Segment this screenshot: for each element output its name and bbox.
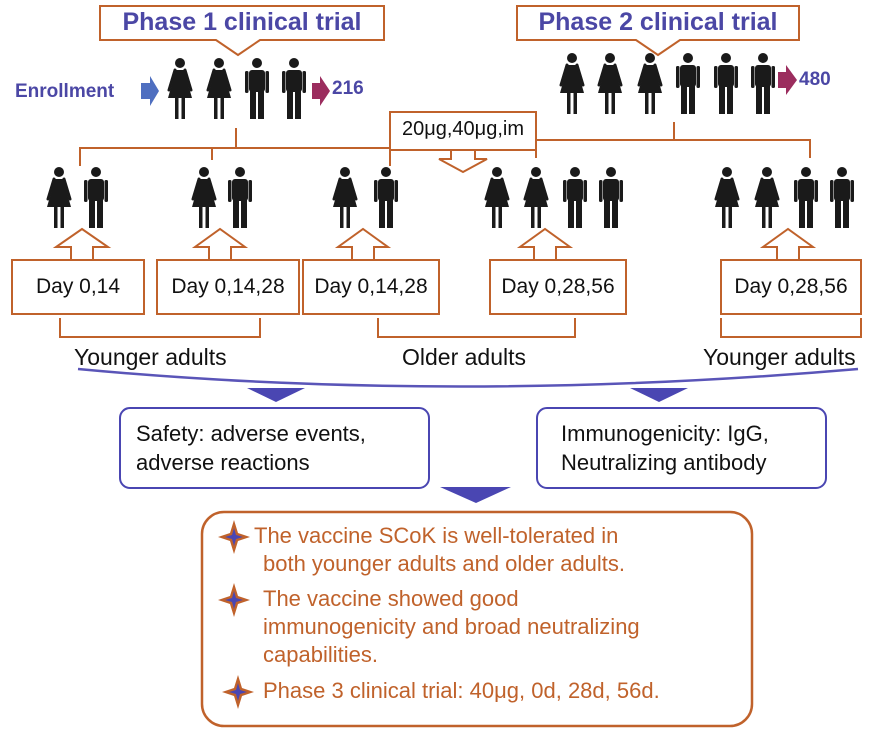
schedule-label: Day 0,14,28: [314, 275, 428, 298]
male-figure-icon: [599, 167, 623, 228]
female-figure-icon: [714, 167, 740, 228]
phase1-branch-bracket: [79, 128, 391, 166]
male-figure-icon: [228, 167, 252, 228]
conclusion-line: capabilities.: [263, 642, 378, 667]
male-figure-icon: [794, 167, 818, 228]
male-figure-icon: [84, 167, 108, 228]
dose-down-arrow-icon: [438, 149, 488, 174]
schedule-label: Day 0,14,28: [171, 275, 285, 298]
female-figure-icon: [637, 53, 663, 114]
phase2-title-box: [516, 5, 800, 57]
conclusion-line: both younger adults and older adults.: [263, 551, 626, 576]
male-figure-icon: [830, 167, 854, 228]
outcome-down-arrows: [247, 388, 688, 503]
phase2-count-arrow-icon: [778, 65, 797, 95]
female-figure-icon: [332, 167, 358, 228]
conclusion-line: immunogenicity and broad neutralizing: [263, 614, 640, 639]
phase2-branch-bracket: [535, 122, 811, 158]
star-icon: [222, 675, 254, 709]
female-figure-icon: [597, 53, 623, 114]
male-figure-icon: [374, 167, 398, 228]
schedule-boxes: [11, 259, 862, 315]
conclusion-box: [200, 510, 754, 728]
group-connector-line: [77, 367, 859, 388]
female-figure-icon: [484, 167, 510, 228]
schedule-label: Day 0,14: [35, 275, 121, 298]
group-label: Younger adults: [703, 344, 856, 370]
schedule-label: Day 0,28,56: [501, 275, 615, 298]
female-figure-icon: [191, 167, 217, 228]
male-figure-icon: [751, 53, 775, 114]
schedule-up-arrows: [52, 227, 817, 261]
group-label: Older adults: [402, 344, 527, 370]
phase1-count: 216: [332, 78, 364, 99]
group-label: Younger adults: [74, 344, 227, 370]
phase2-count: 480: [799, 69, 831, 90]
male-figure-icon: [282, 58, 306, 119]
safety-box: [119, 407, 430, 489]
female-figure-icon: [206, 58, 232, 119]
conclusion-line: The vaccine showed good: [263, 586, 519, 611]
star-icon: [218, 520, 250, 554]
enrollment-label: Enrollment: [15, 81, 115, 102]
immunogenicity-box: [536, 407, 827, 489]
male-figure-icon: [245, 58, 269, 119]
group-brackets: [59, 318, 862, 338]
safety-text: Safety: adverse events, adverse reaction…: [136, 421, 366, 475]
participant-figures: [46, 53, 854, 228]
phase1-title: Phase 1 clinical trial: [122, 8, 362, 36]
dose-label: 20μg,40μg,im: [401, 118, 524, 140]
phase1-count-arrow-icon: [312, 76, 330, 106]
female-figure-icon: [523, 167, 549, 228]
female-figure-icon: [167, 58, 193, 119]
star-icon: [218, 583, 250, 617]
enrollment-arrow-icon: [141, 76, 159, 106]
immunogenicity-text: Immunogenicity: IgG, Neutralizing antibo…: [561, 421, 769, 475]
female-figure-icon: [559, 53, 585, 114]
dose-box: [389, 111, 537, 151]
male-figure-icon: [676, 53, 700, 114]
schedule-label: Day 0,28,56: [734, 275, 848, 298]
female-figure-icon: [46, 167, 72, 228]
male-figure-icon: [563, 167, 587, 228]
conclusion-line: The vaccine SCoK is well-tolerated in: [254, 523, 619, 548]
male-figure-icon: [714, 53, 738, 114]
phase2-title: Phase 2 clinical trial: [538, 8, 778, 36]
conclusion-line: Phase 3 clinical trial: 40μg, 0d, 28d, 5…: [263, 678, 660, 703]
phase1-title-box: [99, 5, 385, 57]
female-figure-icon: [754, 167, 780, 228]
